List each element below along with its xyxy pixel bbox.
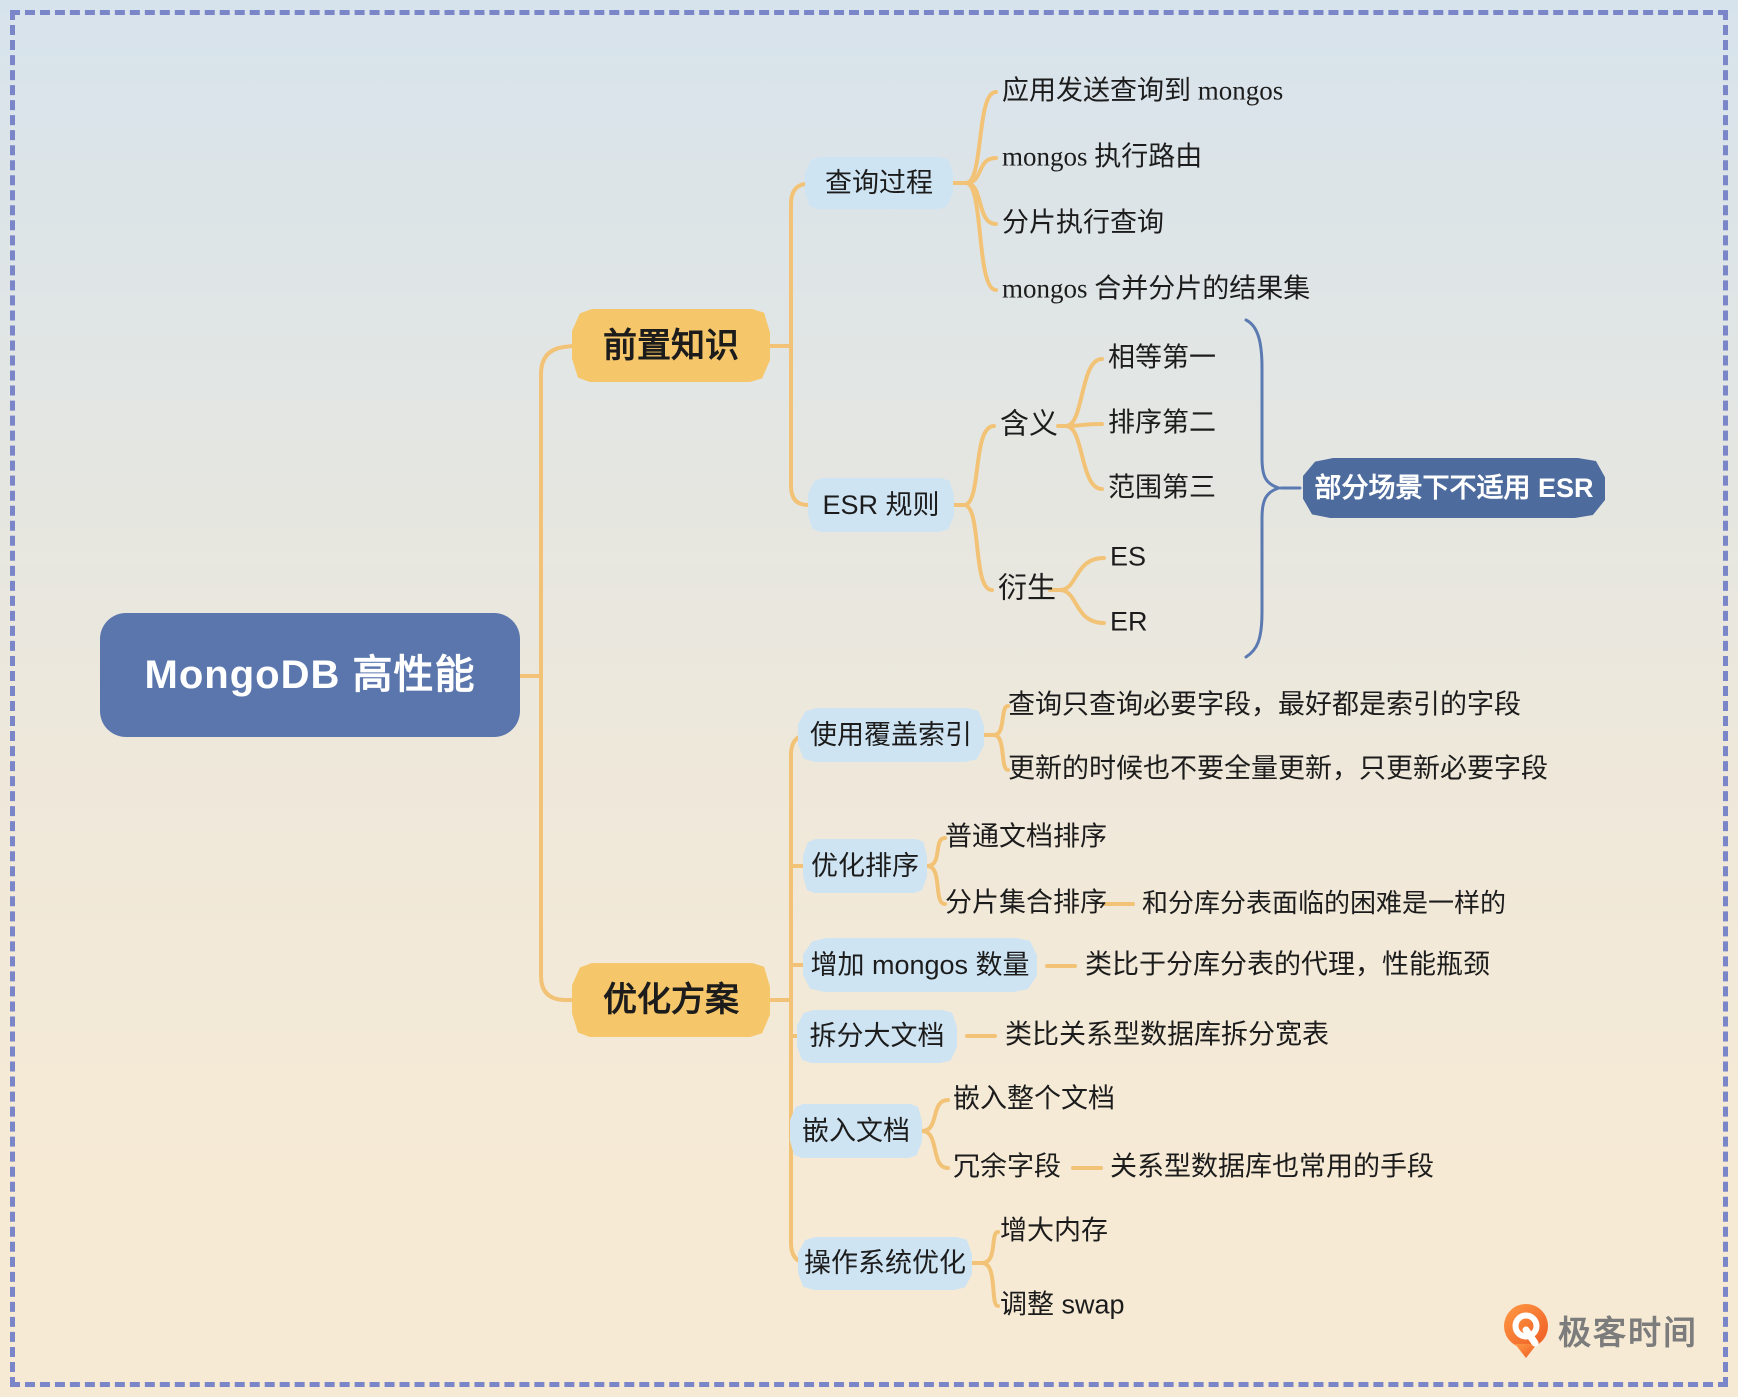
- node-split-large-doc[interactable]: 拆分大文档: [797, 1010, 957, 1063]
- node-esr-rule[interactable]: ESR 规则: [808, 478, 954, 532]
- note-sharded-sort[interactable]: 和分库分表面临的困难是一样的: [1142, 887, 1507, 918]
- leaf-covered-query[interactable]: 查询只查询必要字段，最好都是索引的字段: [1008, 689, 1521, 720]
- leaf-normal-doc-sort[interactable]: 普通文档排序: [945, 821, 1107, 852]
- leaf-embed-whole[interactable]: 嵌入整个文档: [953, 1083, 1115, 1114]
- branch-optimization-plan[interactable]: 优化方案: [572, 963, 770, 1037]
- leaf-increase-memory[interactable]: 增大内存: [1000, 1215, 1108, 1246]
- summary-callout-esr[interactable]: 部分场景下不适用 ESR: [1303, 458, 1605, 518]
- node-optimize-sort[interactable]: 优化排序: [803, 839, 927, 893]
- leaf-equality-first[interactable]: 相等第一: [1108, 342, 1216, 373]
- node-embed-doc[interactable]: 嵌入文档: [790, 1104, 922, 1158]
- node-os-optimization[interactable]: 操作系统优化: [798, 1237, 972, 1290]
- leaf-query-step-3[interactable]: 分片执行查询: [1002, 207, 1164, 238]
- leaf-es[interactable]: ES: [1110, 541, 1147, 572]
- leaf-range-third[interactable]: 范围第三: [1108, 472, 1216, 503]
- brand-watermark: 极客时间: [1502, 1300, 1698, 1360]
- note-split-large-doc[interactable]: 类比关系型数据库拆分宽表: [1005, 1019, 1329, 1050]
- leaf-adjust-swap[interactable]: 调整 swap: [1000, 1289, 1125, 1320]
- note-add-mongos[interactable]: 类比于分库分表的代理，性能瓶颈: [1085, 949, 1490, 980]
- branch-prior-knowledge[interactable]: 前置知识: [572, 309, 770, 382]
- leaf-query-step-1[interactable]: 应用发送查询到 mongos: [1002, 75, 1284, 106]
- leaf-sharded-sort[interactable]: 分片集合排序: [945, 887, 1107, 918]
- leaf-er[interactable]: ER: [1110, 606, 1148, 637]
- leaf-redundant-field[interactable]: 冗余字段: [953, 1151, 1061, 1182]
- node-esr-derived[interactable]: 衍生: [998, 572, 1057, 605]
- node-add-mongos[interactable]: 增加 mongos 数量: [803, 938, 1037, 992]
- note-redundant-field[interactable]: 关系型数据库也常用的手段: [1110, 1151, 1434, 1182]
- node-covered-index[interactable]: 使用覆盖索引: [798, 708, 984, 762]
- summary-brace: [1244, 318, 1302, 659]
- root-node[interactable]: MongoDB 高性能: [100, 613, 520, 737]
- node-query-process[interactable]: 查询过程: [805, 157, 953, 209]
- brand-name: 极客时间: [1558, 1314, 1698, 1351]
- leaf-query-step-4[interactable]: mongos 合并分片的结果集: [1002, 273, 1311, 304]
- leaf-sort-second[interactable]: 排序第二: [1108, 407, 1216, 438]
- leaf-query-step-2[interactable]: mongos 执行路由: [1002, 141, 1203, 172]
- geektime-pin-icon: [1504, 1304, 1548, 1358]
- node-esr-meaning[interactable]: 含义: [1000, 408, 1059, 441]
- leaf-covered-update[interactable]: 更新的时候也不要全量更新，只更新必要字段: [1008, 753, 1548, 784]
